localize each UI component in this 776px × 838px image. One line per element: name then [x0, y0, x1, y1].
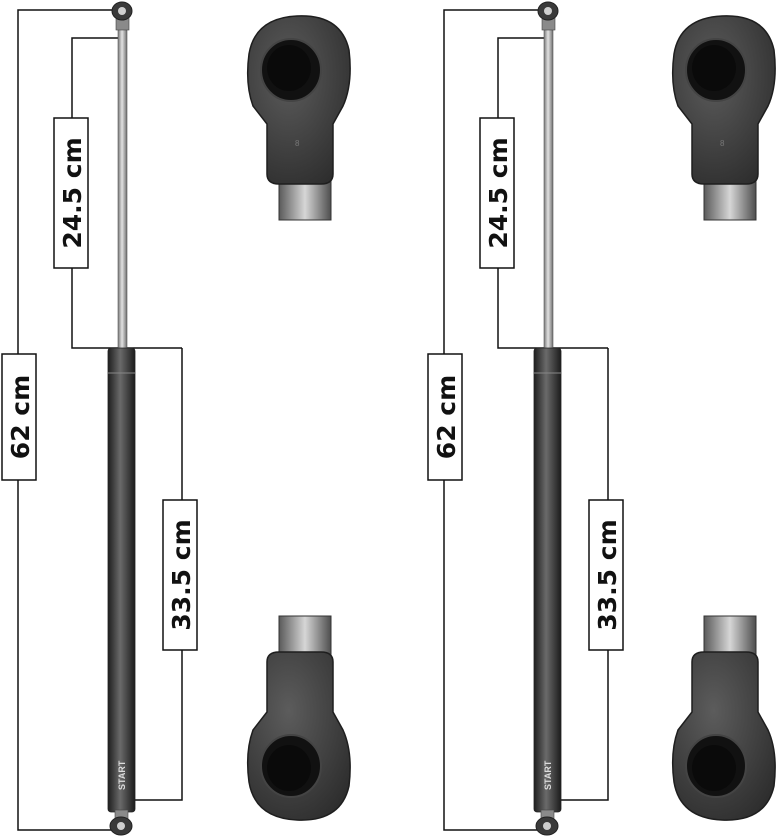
piston-rod [117, 23, 128, 351]
total-length-text: 62 cm [432, 375, 461, 459]
gas-cylinder [107, 347, 136, 813]
top-eye-fitting [111, 1, 133, 31]
cylinder-length-label: 33.5 cm [588, 499, 624, 651]
eyelet-end-fitting-icon [246, 615, 351, 821]
eyelet-end-fitting-icon [671, 615, 776, 821]
rod-length-label: 24.5 cm [479, 117, 515, 269]
cylinder-length-bracket [132, 348, 183, 801]
cylinder-length-text: 33.5 cm [593, 519, 622, 630]
piston-rod [543, 23, 554, 351]
strut-assembly-1: START 24.5 cm 62 cm 33.5 cm [1, 1, 198, 836]
top-eye-fitting [537, 1, 559, 31]
dimension-lines [17, 9, 183, 831]
cylinder-brand-label: START [543, 760, 553, 790]
total-length-text: 62 cm [6, 375, 35, 459]
cylinder-brand-label: START [117, 760, 127, 790]
cylinder-length-label: 33.5 cm [162, 499, 198, 651]
rod-length-text: 24.5 cm [484, 137, 513, 248]
dimension-lines [443, 9, 609, 831]
total-length-label: 62 cm [1, 353, 37, 481]
cylinder-length-bracket [558, 348, 609, 801]
cylinder-length-text: 33.5 cm [167, 519, 196, 630]
svg-text:8: 8 [295, 139, 300, 148]
eyelet-end-fitting-icon: 8 [671, 15, 776, 221]
gas-cylinder [533, 347, 562, 813]
rod-length-label: 24.5 cm [53, 117, 89, 269]
total-length-label: 62 cm [427, 353, 463, 481]
rod-length-text: 24.5 cm [58, 137, 87, 248]
bottom-eye-fitting [535, 809, 559, 836]
svg-text:8: 8 [720, 139, 725, 148]
bottom-eye-fitting [109, 809, 133, 836]
strut-assembly-2: START 24.5 cm 62 cm 33.5 cm [427, 1, 624, 836]
eyelet-end-fitting-icon: 8 [246, 15, 351, 221]
